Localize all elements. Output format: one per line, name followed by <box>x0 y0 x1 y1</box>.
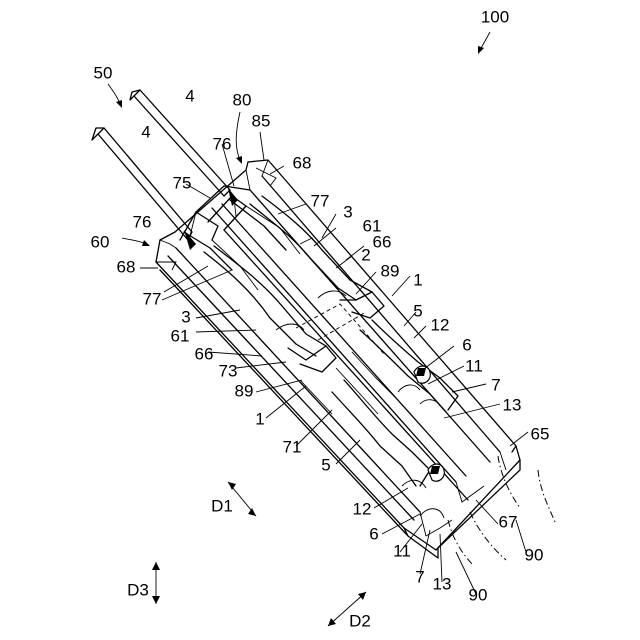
label-67: 67 <box>499 512 518 531</box>
label-12: 12 <box>353 499 372 518</box>
label-13: 13 <box>503 395 522 414</box>
label-80: 80 <box>233 90 252 109</box>
label-76: 76 <box>133 212 152 231</box>
label-85: 85 <box>252 111 271 130</box>
label-11: 11 <box>393 541 411 560</box>
label-77: 77 <box>143 289 162 308</box>
label-77: 77 <box>311 191 330 210</box>
label-3: 3 <box>343 202 352 221</box>
label-5: 5 <box>321 455 330 474</box>
label-68: 68 <box>117 257 136 276</box>
label-D2: D2 <box>349 611 371 630</box>
label-6: 6 <box>462 335 471 354</box>
label-6: 6 <box>369 524 378 543</box>
label-68: 68 <box>293 153 312 172</box>
label-89: 89 <box>235 381 254 400</box>
label-5: 5 <box>413 301 422 320</box>
label-12: 12 <box>431 315 450 334</box>
label-1: 1 <box>413 270 422 289</box>
label-66: 66 <box>373 232 392 251</box>
label-76: 76 <box>213 134 232 153</box>
reference-labels: 100 50 4 4 80 85 76 68 75 77 3 61 76 66 … <box>91 7 550 630</box>
terminals <box>204 196 458 518</box>
label-11: 11 <box>465 356 483 375</box>
label-13: 13 <box>433 574 452 593</box>
label-7: 7 <box>415 567 424 586</box>
label-1: 1 <box>255 409 264 428</box>
label-65: 65 <box>531 424 550 443</box>
leader-lines <box>108 32 528 594</box>
label-73: 73 <box>219 361 238 380</box>
label-D1: D1 <box>211 496 233 515</box>
label-61: 61 <box>171 326 190 345</box>
label-66: 66 <box>195 344 214 363</box>
label-4: 4 <box>185 86 194 105</box>
label-D3: D3 <box>127 580 149 599</box>
label-2: 2 <box>361 245 370 264</box>
label-3: 3 <box>181 307 190 326</box>
label-60: 60 <box>91 232 110 251</box>
label-90: 90 <box>525 545 544 564</box>
label-71: 71 <box>283 437 302 456</box>
label-4: 4 <box>141 122 150 141</box>
label-100: 100 <box>481 7 509 26</box>
label-75: 75 <box>173 173 192 192</box>
label-89: 89 <box>381 261 400 280</box>
label-50: 50 <box>94 63 113 82</box>
direction-arrows <box>152 482 366 626</box>
label-90: 90 <box>469 585 488 604</box>
label-7: 7 <box>491 375 500 394</box>
